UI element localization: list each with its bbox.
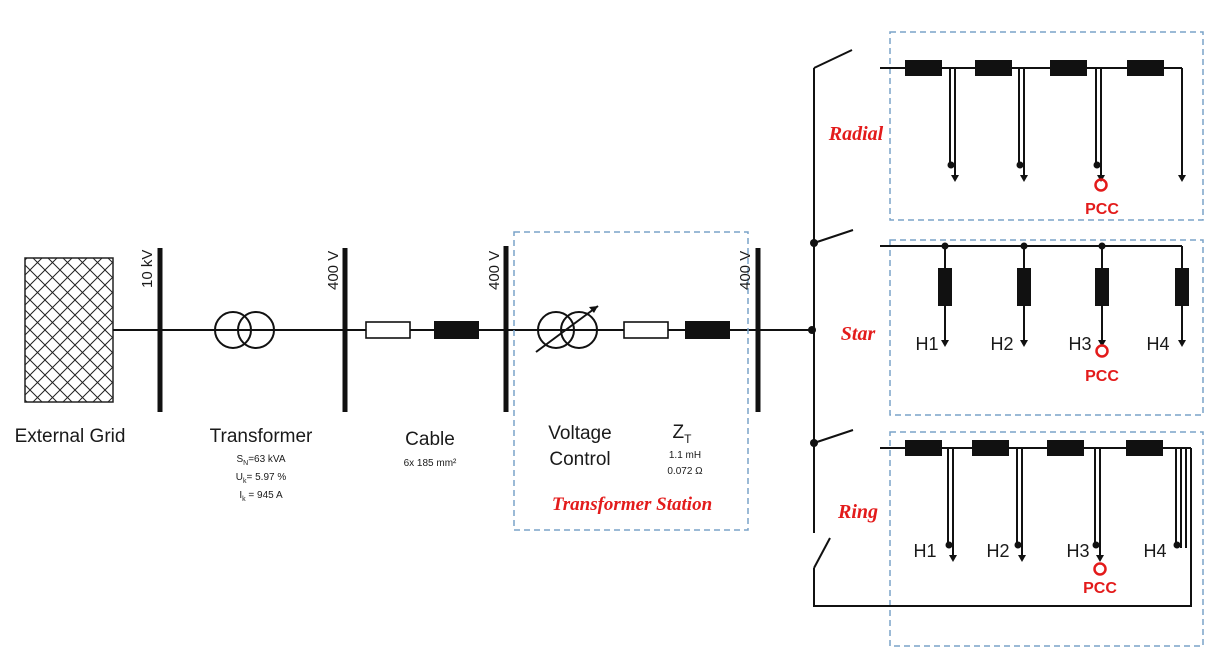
star-pcc-label: PCC [1085, 368, 1119, 385]
cable-resistor [365, 321, 411, 339]
ring-switch [813, 429, 854, 444]
voltage-control-label-1: Voltage [548, 423, 611, 444]
transformer-station-label: Transformer Station [552, 494, 712, 515]
star-switch [813, 229, 854, 244]
radial-pcc-label: PCC [1085, 201, 1119, 218]
bus-400v-2-label: 400 V [486, 251, 503, 290]
zt-inductance: 1.1 mH [669, 450, 701, 461]
ring-h1-label: H1 [913, 541, 936, 561]
transformer-uk: Uk= 5.97 % [236, 472, 287, 485]
radial-line [905, 60, 1186, 182]
external-grid-block [24, 257, 114, 403]
cable-spec: 6x 185 mm² [404, 458, 457, 469]
external-grid-label: External Grid [15, 426, 126, 447]
ring-line [813, 440, 1192, 607]
ring-h3-label: H3 [1066, 541, 1089, 561]
zt-label: ZT [673, 422, 693, 446]
star-label: Star [841, 323, 876, 345]
ring-h4-label: H4 [1143, 541, 1166, 561]
radial-switch [813, 49, 853, 69]
transformer-symbol [214, 311, 275, 349]
radial-pcc-marker [1094, 178, 1108, 192]
voltage-control-label-2: Control [549, 449, 610, 470]
cable-inductor [434, 321, 479, 339]
ring-pcc-marker [1093, 562, 1107, 576]
transformer-label: Transformer [210, 426, 313, 447]
cable-label: Cable [405, 429, 455, 450]
transformer-ik: Ik = 945 A [239, 490, 283, 503]
bus-400v-3-label: 400 V [737, 251, 754, 290]
star-pcc-marker [1095, 344, 1109, 358]
bus-10kv-label: 10 kV [139, 250, 156, 288]
star-box [889, 239, 1204, 416]
transformer-sn: SN=63 kVA [236, 454, 285, 467]
star-branches [938, 242, 1189, 347]
station-resistor [623, 321, 669, 339]
star-h2-label: H2 [990, 334, 1013, 354]
star-h4-label: H4 [1146, 334, 1169, 354]
star-h3-label: H3 [1068, 334, 1091, 354]
radial-label: Radial [828, 123, 884, 145]
ring-box [889, 431, 1204, 647]
ring-label: Ring [837, 501, 878, 523]
ring-h2-label: H2 [986, 541, 1009, 561]
tap-changer-transformer-symbol [535, 305, 599, 353]
station-inductor [685, 321, 730, 339]
ring-pcc-label: PCC [1083, 580, 1117, 597]
zt-resistance: 0.072 Ω [667, 466, 703, 477]
transformer-station-box [513, 231, 749, 531]
ring-closing-switch [813, 537, 831, 569]
star-h1-label: H1 [915, 334, 938, 354]
bus-400v-1-label: 400 V [325, 251, 342, 290]
